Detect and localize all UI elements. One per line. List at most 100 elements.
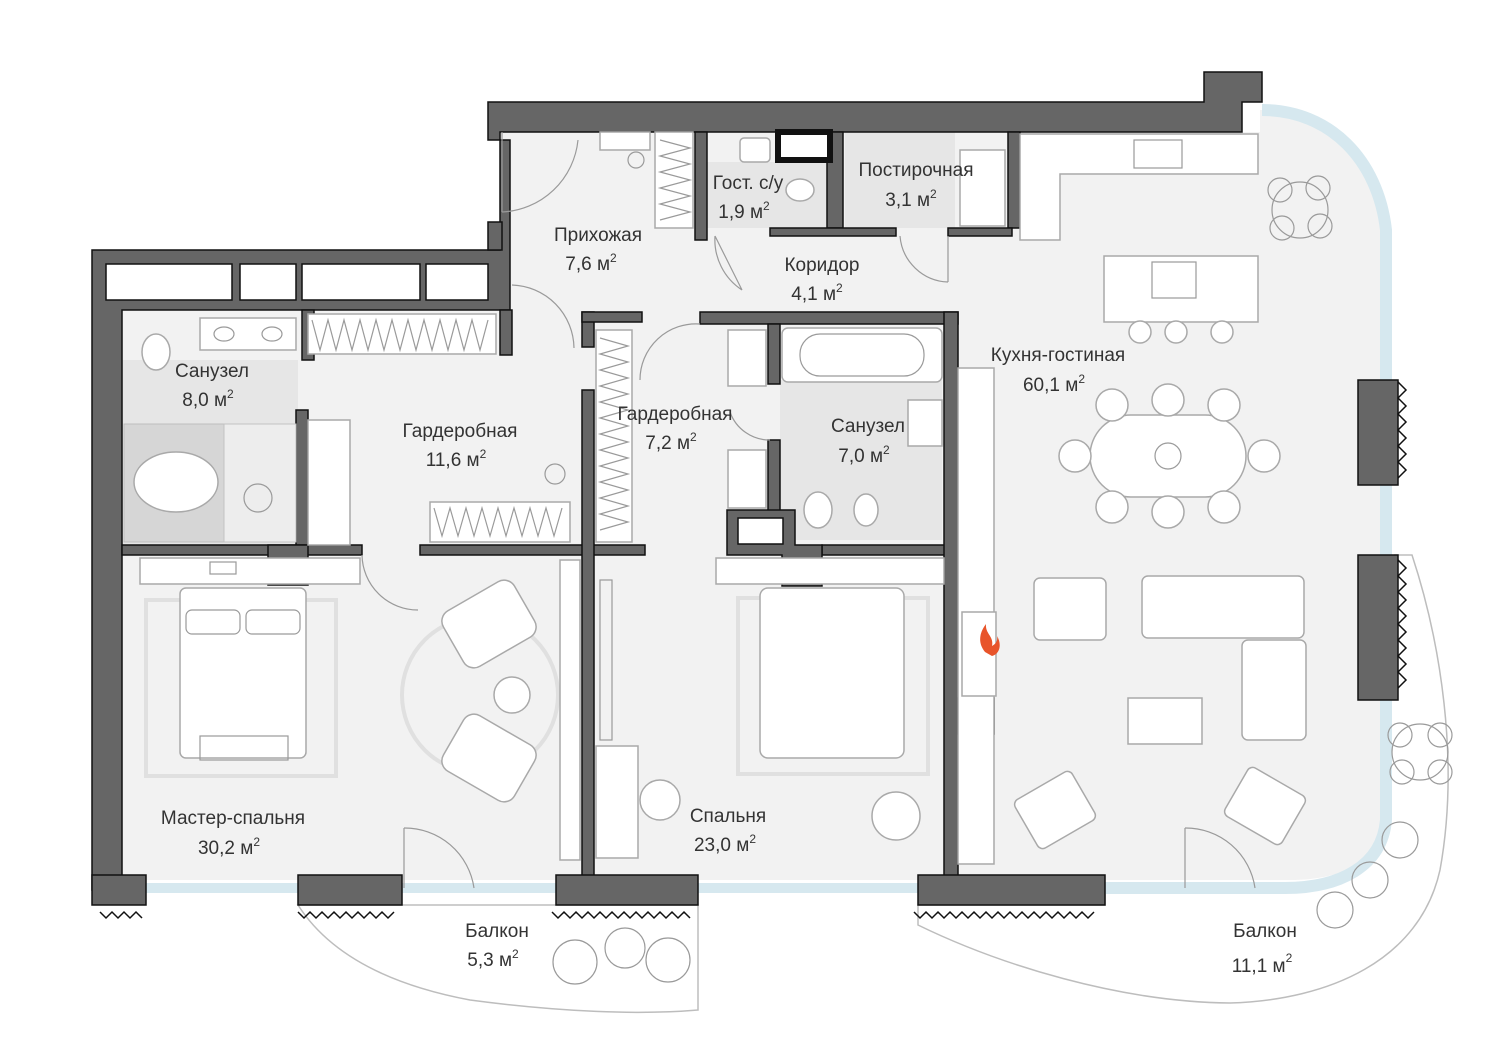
fire-icon bbox=[980, 624, 1000, 656]
wall-rooms-divider-1 bbox=[121, 544, 363, 556]
wall-top bbox=[487, 71, 1263, 141]
label-master-bedroom: Мастер-спальня 30,2 м2 bbox=[161, 808, 305, 859]
wall-east-1 bbox=[1357, 379, 1399, 486]
north-window-2 bbox=[239, 263, 297, 301]
svg-text:4,1 м2: 4,1 м2 bbox=[791, 281, 843, 305]
wall-corridor-bottom-1 bbox=[769, 227, 897, 237]
label-kitchen-living: Кухня-гостиная 60,1 м2 bbox=[991, 345, 1125, 396]
door-guest-wc bbox=[714, 235, 743, 291]
door-wardrobe-2 bbox=[639, 323, 701, 381]
label-balcony-1: Балкон 5,3 м2 bbox=[465, 921, 529, 971]
svg-text:Балкон: Балкон bbox=[1233, 921, 1297, 942]
wall-corridor-bottom-2 bbox=[947, 227, 1013, 237]
shaft-1 bbox=[775, 129, 833, 163]
wall-south-2 bbox=[297, 874, 403, 906]
svg-text:7,0 м2: 7,0 м2 bbox=[838, 443, 890, 467]
svg-text:Постирочная: Постирочная bbox=[858, 160, 973, 181]
doors bbox=[361, 132, 1256, 889]
wall-south-4 bbox=[917, 874, 1106, 906]
wall-south-3 bbox=[555, 874, 699, 906]
shaft-2-inner bbox=[737, 517, 784, 545]
svg-text:7,6 м2: 7,6 м2 bbox=[565, 251, 617, 275]
svg-text:Мастер-спальня: Мастер-спальня bbox=[161, 808, 305, 829]
kitchen-counter bbox=[1019, 133, 1259, 241]
door-balcony-1 bbox=[403, 827, 475, 889]
wall-rooms-divider-2 bbox=[419, 544, 586, 556]
wall-wardrobe2-top bbox=[581, 311, 643, 323]
master-bedroom-furniture bbox=[139, 557, 361, 778]
room-labels: Прихожая 7,6 м2 Гост. с/у 1,9 м2 Постиро… bbox=[161, 160, 1297, 977]
svg-text:11,6 м2: 11,6 м2 bbox=[426, 447, 487, 471]
wall-entrance-right bbox=[487, 221, 503, 251]
label-laundry: Постирочная 3,1 м2 bbox=[858, 160, 973, 211]
label-bath-2: Санузел 7,0 м2 bbox=[831, 416, 905, 467]
balcony-left-outline bbox=[296, 904, 699, 1014]
svg-text:Гардеробная: Гардеробная bbox=[618, 404, 733, 425]
wall-guest-wc-left bbox=[694, 131, 708, 241]
bedroom-furniture bbox=[559, 557, 945, 861]
svg-text:Гардеробная: Гардеробная bbox=[403, 421, 518, 442]
wall-bath2-left bbox=[767, 323, 781, 385]
svg-text:Санузел: Санузел bbox=[831, 416, 905, 437]
north-window-3 bbox=[301, 263, 421, 301]
balcony-furniture bbox=[552, 821, 1419, 985]
wall-wardrobe2-left-2 bbox=[581, 389, 595, 881]
glazing bbox=[146, 104, 1392, 894]
svg-text:7,2 м2: 7,2 м2 bbox=[645, 430, 697, 454]
svg-text:Прихожая: Прихожая bbox=[554, 225, 642, 246]
svg-text:3,1 м2: 3,1 м2 bbox=[885, 187, 937, 211]
plant-icon bbox=[1267, 175, 1453, 785]
kitchen-island bbox=[1103, 255, 1259, 323]
door-bath-2 bbox=[729, 411, 771, 441]
wall-bath2-right bbox=[943, 311, 959, 881]
wall-rooms-divider-4 bbox=[821, 544, 958, 556]
svg-text:23,0 м2: 23,0 м2 bbox=[694, 832, 756, 856]
wall-wardrobe2-top-2 bbox=[699, 311, 959, 325]
kitchen bbox=[957, 133, 1281, 865]
svg-text:Коридор: Коридор bbox=[784, 255, 859, 276]
svg-text:Балкон: Балкон bbox=[465, 921, 529, 942]
wall-laundry-right bbox=[1007, 131, 1021, 229]
door-balcony-2 bbox=[1184, 827, 1256, 889]
door-wardrobe-1 bbox=[511, 284, 575, 349]
label-bedroom: Спальня 23,0 м2 bbox=[690, 806, 766, 856]
svg-text:5,3 м2: 5,3 м2 bbox=[467, 947, 519, 971]
wall-break-marks bbox=[99, 381, 1408, 920]
svg-text:60,1 м2: 60,1 м2 bbox=[1023, 372, 1085, 396]
door-entrance bbox=[501, 132, 579, 213]
laundry-floor bbox=[845, 132, 955, 228]
svg-text:11,1 м2: 11,1 м2 bbox=[1232, 951, 1293, 977]
label-corridor: Коридор 4,1 м2 bbox=[784, 255, 859, 305]
sink bbox=[1133, 139, 1183, 169]
curved-window bbox=[1105, 104, 1392, 894]
label-wardrobe-2: Гардеробная 7,2 м2 bbox=[618, 404, 733, 454]
bath-2-fixtures bbox=[599, 131, 943, 529]
label-guest-wc: Гост. с/у 1,9 м2 bbox=[713, 173, 784, 223]
svg-text:30,2 м2: 30,2 м2 bbox=[198, 835, 260, 859]
svg-text:Кухня-гостиная: Кухня-гостиная bbox=[991, 345, 1125, 366]
label-wardrobe-1: Гардеробная 11,6 м2 bbox=[403, 421, 518, 471]
label-bath-1: Санузел 8,0 м2 bbox=[175, 361, 249, 411]
dining-table bbox=[1089, 414, 1247, 498]
svg-text:Спальня: Спальня bbox=[690, 806, 766, 827]
wall-east-2 bbox=[1357, 554, 1399, 701]
svg-text:8,0 м2: 8,0 м2 bbox=[182, 387, 234, 411]
living-furniture bbox=[1013, 575, 1307, 850]
svg-text:Санузел: Санузел bbox=[175, 361, 249, 382]
wall-left-bath-right bbox=[295, 409, 309, 551]
wall-south-1 bbox=[91, 874, 147, 906]
svg-text:Гост. с/у: Гост. с/у bbox=[713, 173, 784, 194]
label-hall: Прихожая 7,6 м2 bbox=[554, 225, 642, 275]
wardrobes bbox=[307, 131, 1006, 546]
north-window-1 bbox=[105, 263, 233, 301]
label-balcony-2: Балкон 11,1 м2 bbox=[1232, 921, 1297, 977]
wall-wardrobe1-right bbox=[499, 309, 513, 356]
svg-text:1,9 м2: 1,9 м2 bbox=[718, 199, 770, 223]
door-bedroom-1 bbox=[361, 554, 419, 611]
bath-1-fixtures bbox=[123, 317, 297, 543]
cooktop bbox=[1151, 261, 1197, 299]
wardrobe-1-furniture bbox=[400, 463, 566, 803]
north-window-4 bbox=[425, 263, 489, 301]
door-laundry bbox=[899, 235, 949, 283]
